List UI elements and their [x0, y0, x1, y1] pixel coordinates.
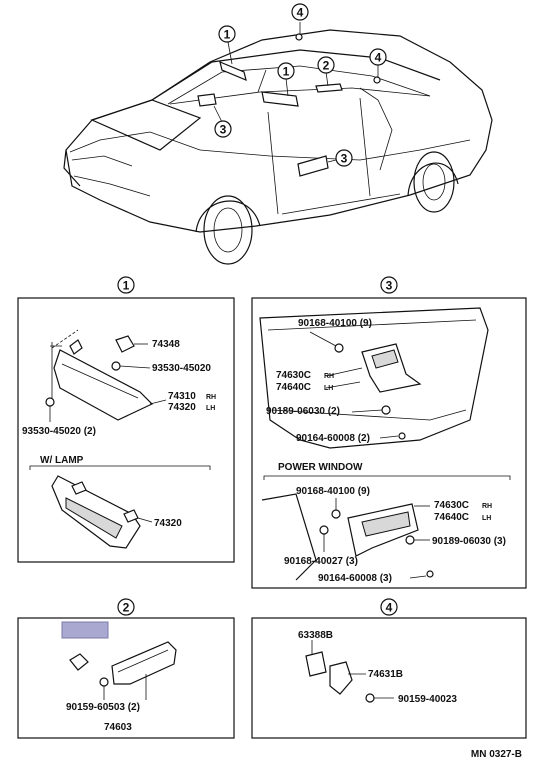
sun-visor: [53, 349, 154, 421]
panel-3: 3 90168-40100 (9) 74630C RH 74640C LH 90…: [251, 276, 527, 589]
label-90168-40027-3: 90168-40027 (3): [284, 556, 358, 567]
label-93530-45020-2: 93530-45020 (2): [22, 426, 96, 437]
svg-text:3: 3: [386, 279, 393, 293]
callout-1-mid: 1: [277, 62, 295, 80]
callout-2-top: 2: [317, 56, 335, 74]
callout-3-right: 3: [335, 149, 353, 167]
label-74640c-suffix: LH: [324, 385, 333, 392]
car-illustration: [63, 22, 493, 265]
label-90164-60008-2: 90164-60008 (2): [296, 433, 370, 444]
label-74320-lamp: 74320: [154, 518, 182, 529]
label-90189-06030-2: 90189-06030 (2): [266, 406, 340, 417]
section-power-window: POWER WINDOW: [278, 462, 363, 473]
label-74640c: 74640C: [276, 382, 311, 393]
label-74320: 74320: [168, 402, 196, 413]
diagram-code: MN 0327-B: [471, 749, 522, 760]
svg-text:3: 3: [341, 152, 348, 166]
label-74310-suffix: RH: [206, 394, 216, 401]
label-90159-40023: 90159-40023: [398, 694, 457, 705]
label-74630c-pw: 74630C: [434, 500, 469, 511]
label-90168-40100-b: 90168-40100 (9): [296, 486, 370, 497]
label-63388b: 63388B: [298, 630, 333, 641]
panel-4-header: 4: [380, 598, 398, 616]
svg-text:1: 1: [123, 279, 130, 293]
label-93530-45020: 93530-45020: [152, 363, 211, 374]
label-74631b: 74631B: [368, 669, 403, 680]
svg-text:2: 2: [123, 601, 130, 615]
coat-hook-base: [305, 651, 327, 677]
coat-hook: [329, 661, 353, 695]
panel-3-header: 3: [380, 276, 398, 294]
label-74320-suffix: LH: [206, 405, 215, 412]
label-74640c-pw: 74640C: [434, 512, 469, 523]
redaction-box: [61, 621, 109, 639]
label-74603: 74603: [104, 722, 132, 733]
svg-text:4: 4: [297, 6, 304, 20]
callout-1-top: 1: [218, 25, 236, 43]
panel-1-header: 1: [117, 276, 135, 294]
assist-grip: [111, 641, 177, 685]
svg-text:3: 3: [220, 123, 227, 137]
label-90168-40100-a: 90168-40100 (9): [298, 318, 372, 329]
label-90159-60503: 90159-60503 (2): [66, 702, 140, 713]
label-74630c-suffix: RH: [324, 373, 334, 380]
door-trim-panel: [259, 307, 489, 449]
panel-2: 2 90159-60503 (2) 74603: [17, 598, 235, 739]
sun-visor-lamp: [51, 475, 141, 549]
label-74640c-pw-suffix: LH: [482, 515, 491, 522]
callout-4-top: 4: [291, 3, 309, 21]
assist-grip-cover: [69, 653, 89, 671]
label-74630c-pw-suffix: RH: [482, 503, 492, 510]
section-w-lamp: W/ LAMP: [40, 455, 84, 466]
label-90164-60008-3: 90164-60008 (3): [318, 573, 392, 584]
label-74348: 74348: [152, 339, 180, 350]
svg-text:1: 1: [224, 28, 231, 42]
panel-1: 1 74348 93530-45020 74310 RH 74320 LH 93…: [17, 276, 235, 563]
svg-text:4: 4: [386, 601, 393, 615]
label-74630c: 74630C: [276, 370, 311, 381]
label-74310: 74310: [168, 391, 196, 402]
callout-3-left: 3: [214, 120, 232, 138]
svg-text:4: 4: [375, 51, 382, 65]
panel-4: 4 63388B 74631B 90159-40023: [251, 598, 527, 739]
panel-2-header: 2: [117, 598, 135, 616]
label-90189-06030-3: 90189-06030 (3): [432, 536, 506, 547]
svg-text:2: 2: [323, 59, 330, 73]
callout-4-right: 4: [369, 48, 387, 66]
svg-text:1: 1: [283, 65, 290, 79]
visor-holder: [115, 335, 135, 353]
